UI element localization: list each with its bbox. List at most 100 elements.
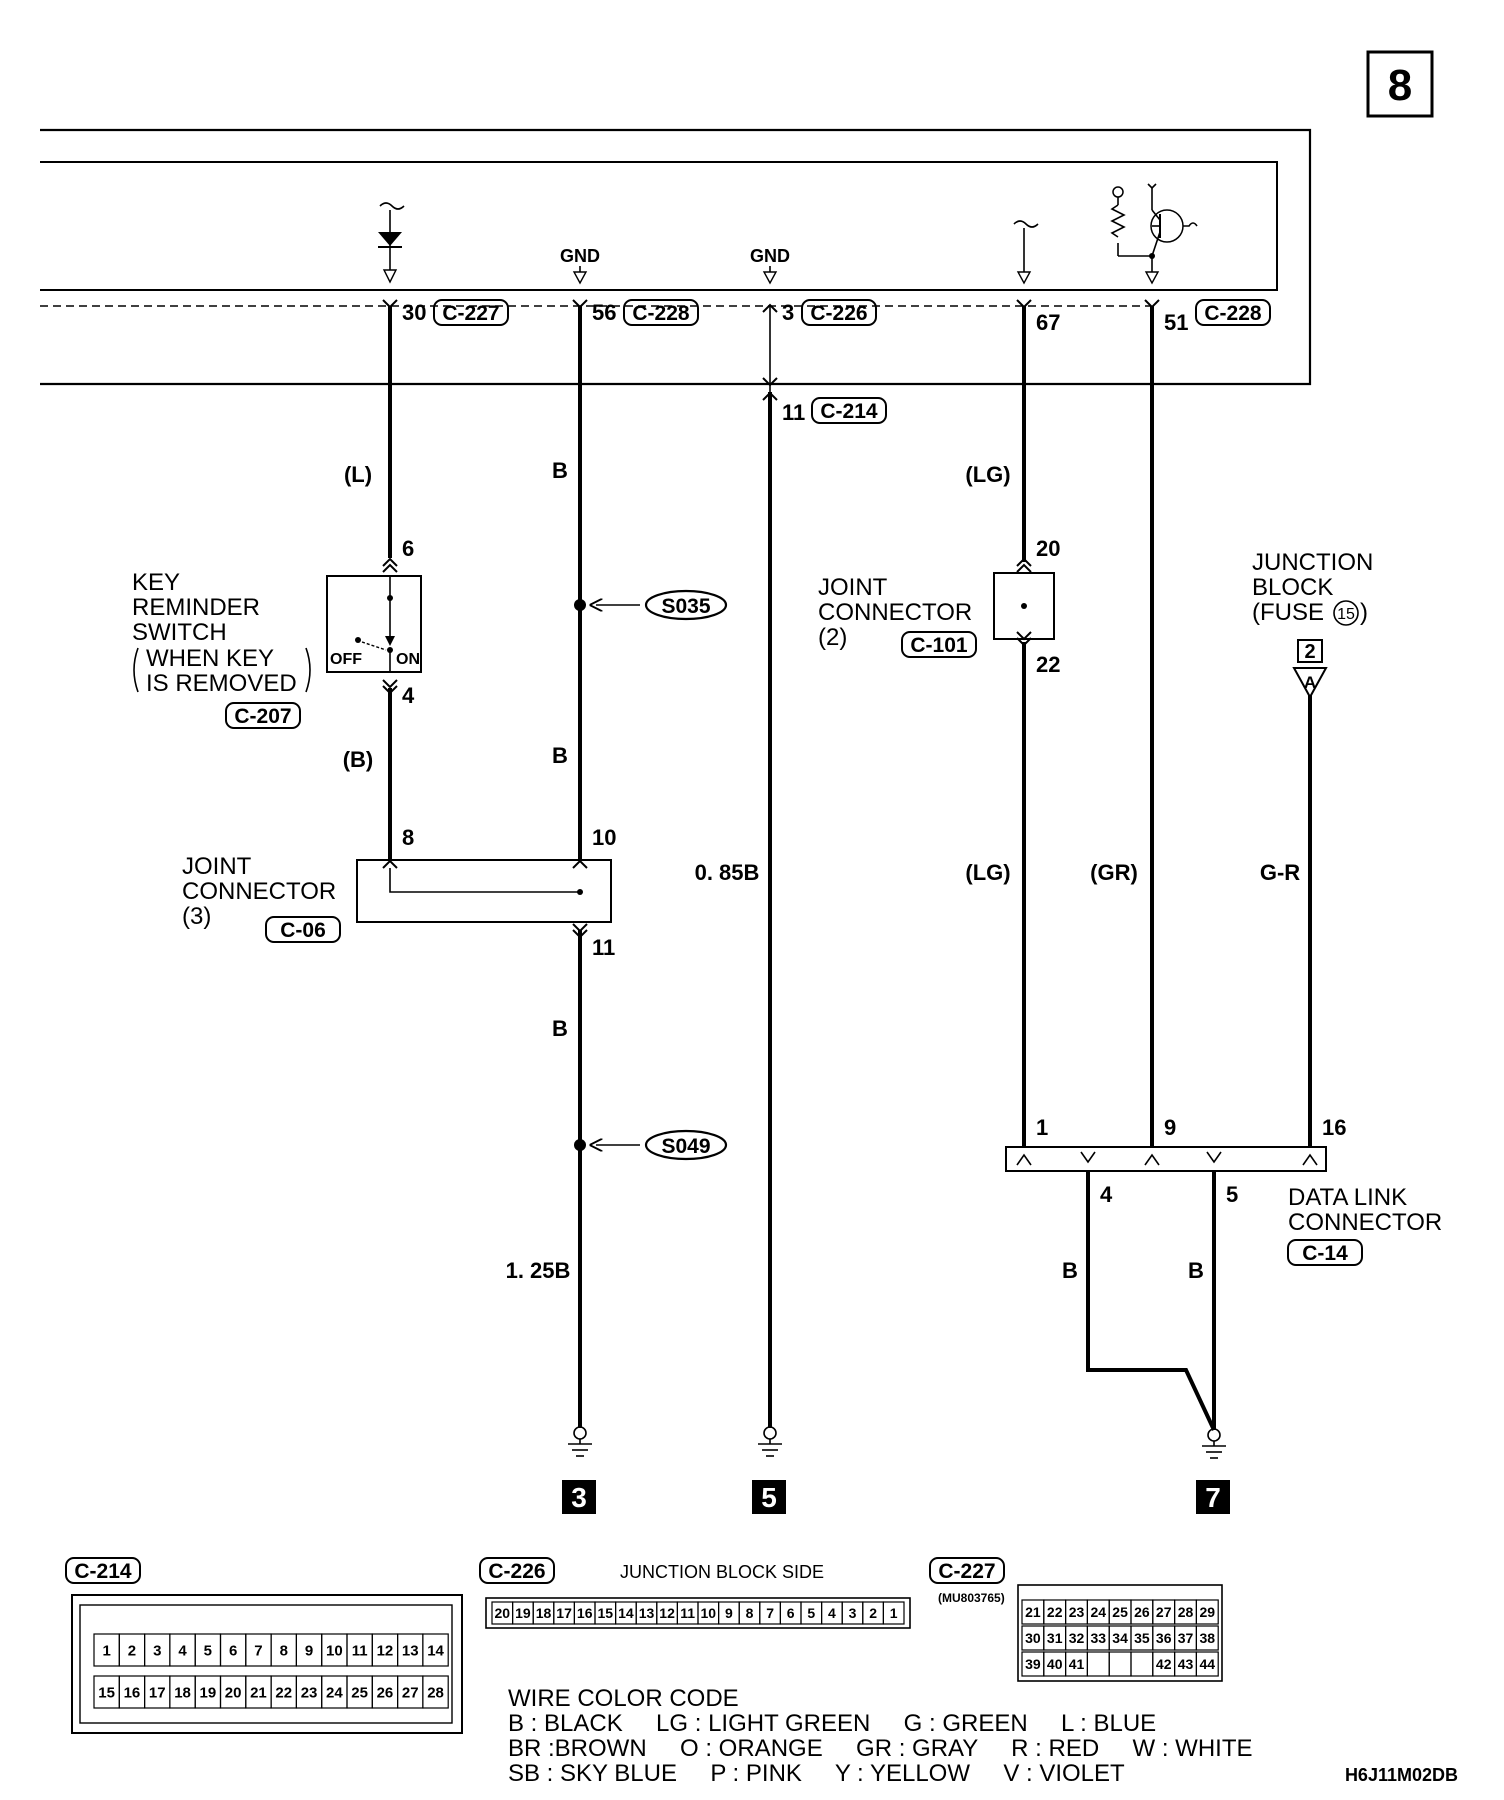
page-number-box xyxy=(1366,50,1434,118)
svg-text:): ) xyxy=(1360,599,1368,626)
connector-pin-number: 18 xyxy=(174,1684,191,1701)
svg-text:DATA LINK: DATA LINK xyxy=(1288,1184,1407,1211)
connector-cell xyxy=(882,1601,905,1625)
connector-pin-number: 8 xyxy=(280,1642,288,1659)
wire-label: (LG) xyxy=(965,860,1010,885)
connector-pin-number: 15 xyxy=(598,1605,614,1621)
ground-ref-3: 3 xyxy=(571,1482,587,1513)
splice-label-s049: S049 xyxy=(661,1135,710,1158)
wire-label: B xyxy=(552,743,568,768)
connector-pin-number: 6 xyxy=(787,1605,795,1621)
connector-c228-b: C-228 xyxy=(1204,302,1262,325)
connector-pin-number: 10 xyxy=(701,1605,717,1621)
connector-pin-number: 38 xyxy=(1200,1630,1216,1646)
pin-9: 9 xyxy=(1164,1115,1176,1140)
svg-text:(2): (2) xyxy=(818,624,847,651)
pin-16: 16 xyxy=(1322,1115,1346,1140)
connector-pin-number: 39 xyxy=(1025,1656,1041,1672)
svg-text:SWITCH: SWITCH xyxy=(132,619,227,646)
connector-pin-number: 13 xyxy=(402,1642,419,1659)
svg-text:WIRE COLOR CODE: WIRE COLOR CODE xyxy=(508,1685,739,1712)
connector-cell xyxy=(1130,1651,1154,1677)
ground-ref-badges: 3 5 7 xyxy=(562,1480,1230,1514)
connector-pin-number: 13 xyxy=(639,1605,655,1621)
connector-pin-number: 2 xyxy=(128,1642,136,1659)
connector-pin-number: 19 xyxy=(200,1684,217,1701)
connector-pin-number: 25 xyxy=(1112,1604,1128,1620)
svg-text:KEY: KEY xyxy=(132,569,180,596)
connector-pin-number: 5 xyxy=(807,1605,815,1621)
connector-pin-number: 37 xyxy=(1178,1630,1194,1646)
svg-text:C-214: C-214 xyxy=(74,1560,132,1583)
ground-ref-5: 5 xyxy=(761,1482,777,1513)
svg-text:BR :BROWN O : ORANGE G: BR :BROWN O : ORANGE GR : GRAY R : RED W… xyxy=(508,1735,1253,1762)
svg-text:SB : SKY BLUE P : PINK: SB : SKY BLUE P : PINK Y : YELLOW V : VI… xyxy=(508,1760,1125,1787)
svg-text:JOINT: JOINT xyxy=(818,574,888,601)
pin-10: 10 xyxy=(592,825,616,850)
connector-cell xyxy=(1086,1651,1110,1677)
wire-label: B xyxy=(1188,1258,1204,1283)
svg-text:(3): (3) xyxy=(182,903,211,930)
connector-pin-number: 12 xyxy=(659,1605,675,1621)
connector-pin-number: 11 xyxy=(680,1605,695,1621)
ground-icon xyxy=(1202,1428,1226,1459)
junction-block: JUNCTION BLOCK (FUSE 15 ) 2 A xyxy=(1252,549,1373,700)
connector-pin-number: 17 xyxy=(149,1684,166,1701)
svg-text:C-226: C-226 xyxy=(488,1560,545,1583)
pin-56: 56 xyxy=(592,300,616,325)
connector-pin-number: 23 xyxy=(301,1684,318,1701)
connector-pin-number: 10 xyxy=(326,1642,343,1659)
svg-text:CONNECTOR: CONNECTOR xyxy=(182,878,336,905)
connector-pin-number: 3 xyxy=(849,1605,857,1621)
ground-arrow-icon xyxy=(572,266,588,285)
connector-pin-number: 21 xyxy=(1025,1604,1041,1620)
connector-cell xyxy=(1195,1625,1219,1651)
svg-text:B : BLACK LG : LIGHT GREEN: B : BLACK LG : LIGHT GREEN G : GREEN L :… xyxy=(508,1710,1156,1737)
ground-arrow-icon xyxy=(762,266,778,285)
connector-pin-number: 6 xyxy=(229,1642,237,1659)
wire-b-dlc4 xyxy=(1086,1172,1216,1431)
key-reminder-switch-label: KEY REMINDER SWITCH WHEN KEY IS REMOVED xyxy=(132,569,311,697)
connector-cell xyxy=(422,1675,449,1709)
key-reminder-switch: OFF ON xyxy=(326,575,422,673)
pin-3: 3 xyxy=(782,300,794,325)
connector-c214: C-214 xyxy=(820,400,878,423)
wire-label: B xyxy=(1062,1258,1078,1283)
connector-c101: C-101 xyxy=(910,634,968,657)
ground-ref-7: 7 xyxy=(1205,1482,1221,1513)
pin-51: 51 xyxy=(1164,310,1188,335)
pin-11-c06: 11 xyxy=(592,935,615,960)
joint-connector-3: JOINT CONNECTOR (3) xyxy=(182,853,612,930)
connector-pin-number: 9 xyxy=(725,1605,733,1621)
svg-text:BLOCK: BLOCK xyxy=(1252,574,1333,601)
connector-pin-number: 35 xyxy=(1134,1630,1150,1646)
connector-pin-number: 24 xyxy=(1091,1604,1107,1620)
connector-tags: C-227 C-228 C-226 C-228 C-214 C-207 C-10… xyxy=(225,299,1363,1266)
fuse-letter: A xyxy=(1304,673,1316,692)
connector-pin-number: 22 xyxy=(275,1684,292,1701)
splice-s049: S049 xyxy=(574,1129,728,1161)
connector-pin-number: 20 xyxy=(225,1684,242,1701)
connector-pin-number: 41 xyxy=(1069,1656,1085,1672)
connector-pin-number: 34 xyxy=(1112,1630,1128,1646)
connector-cell xyxy=(1195,1651,1219,1677)
connector-pin-number: 4 xyxy=(178,1642,187,1659)
pin-4-dlc: 4 xyxy=(1100,1182,1113,1207)
wire-label: B xyxy=(552,1016,568,1041)
connector-pin-number: 20 xyxy=(495,1605,511,1621)
connector-c226: C-226 xyxy=(810,302,867,325)
transistor-icon xyxy=(1110,183,1198,285)
svg-text:WHEN KEY: WHEN KEY xyxy=(146,645,274,672)
connector-pin-number: 23 xyxy=(1069,1604,1085,1620)
pin-30: 30 xyxy=(402,300,426,325)
connector-pin-number: 40 xyxy=(1047,1656,1063,1672)
connector-pin-number: 44 xyxy=(1200,1656,1216,1672)
svg-text:CONNECTOR: CONNECTOR xyxy=(1288,1209,1442,1236)
page-number: 8 xyxy=(1388,61,1412,110)
switch-off-label: OFF xyxy=(330,651,362,668)
connector-c228: C-228 xyxy=(632,302,690,325)
pin-20: 20 xyxy=(1036,536,1060,561)
